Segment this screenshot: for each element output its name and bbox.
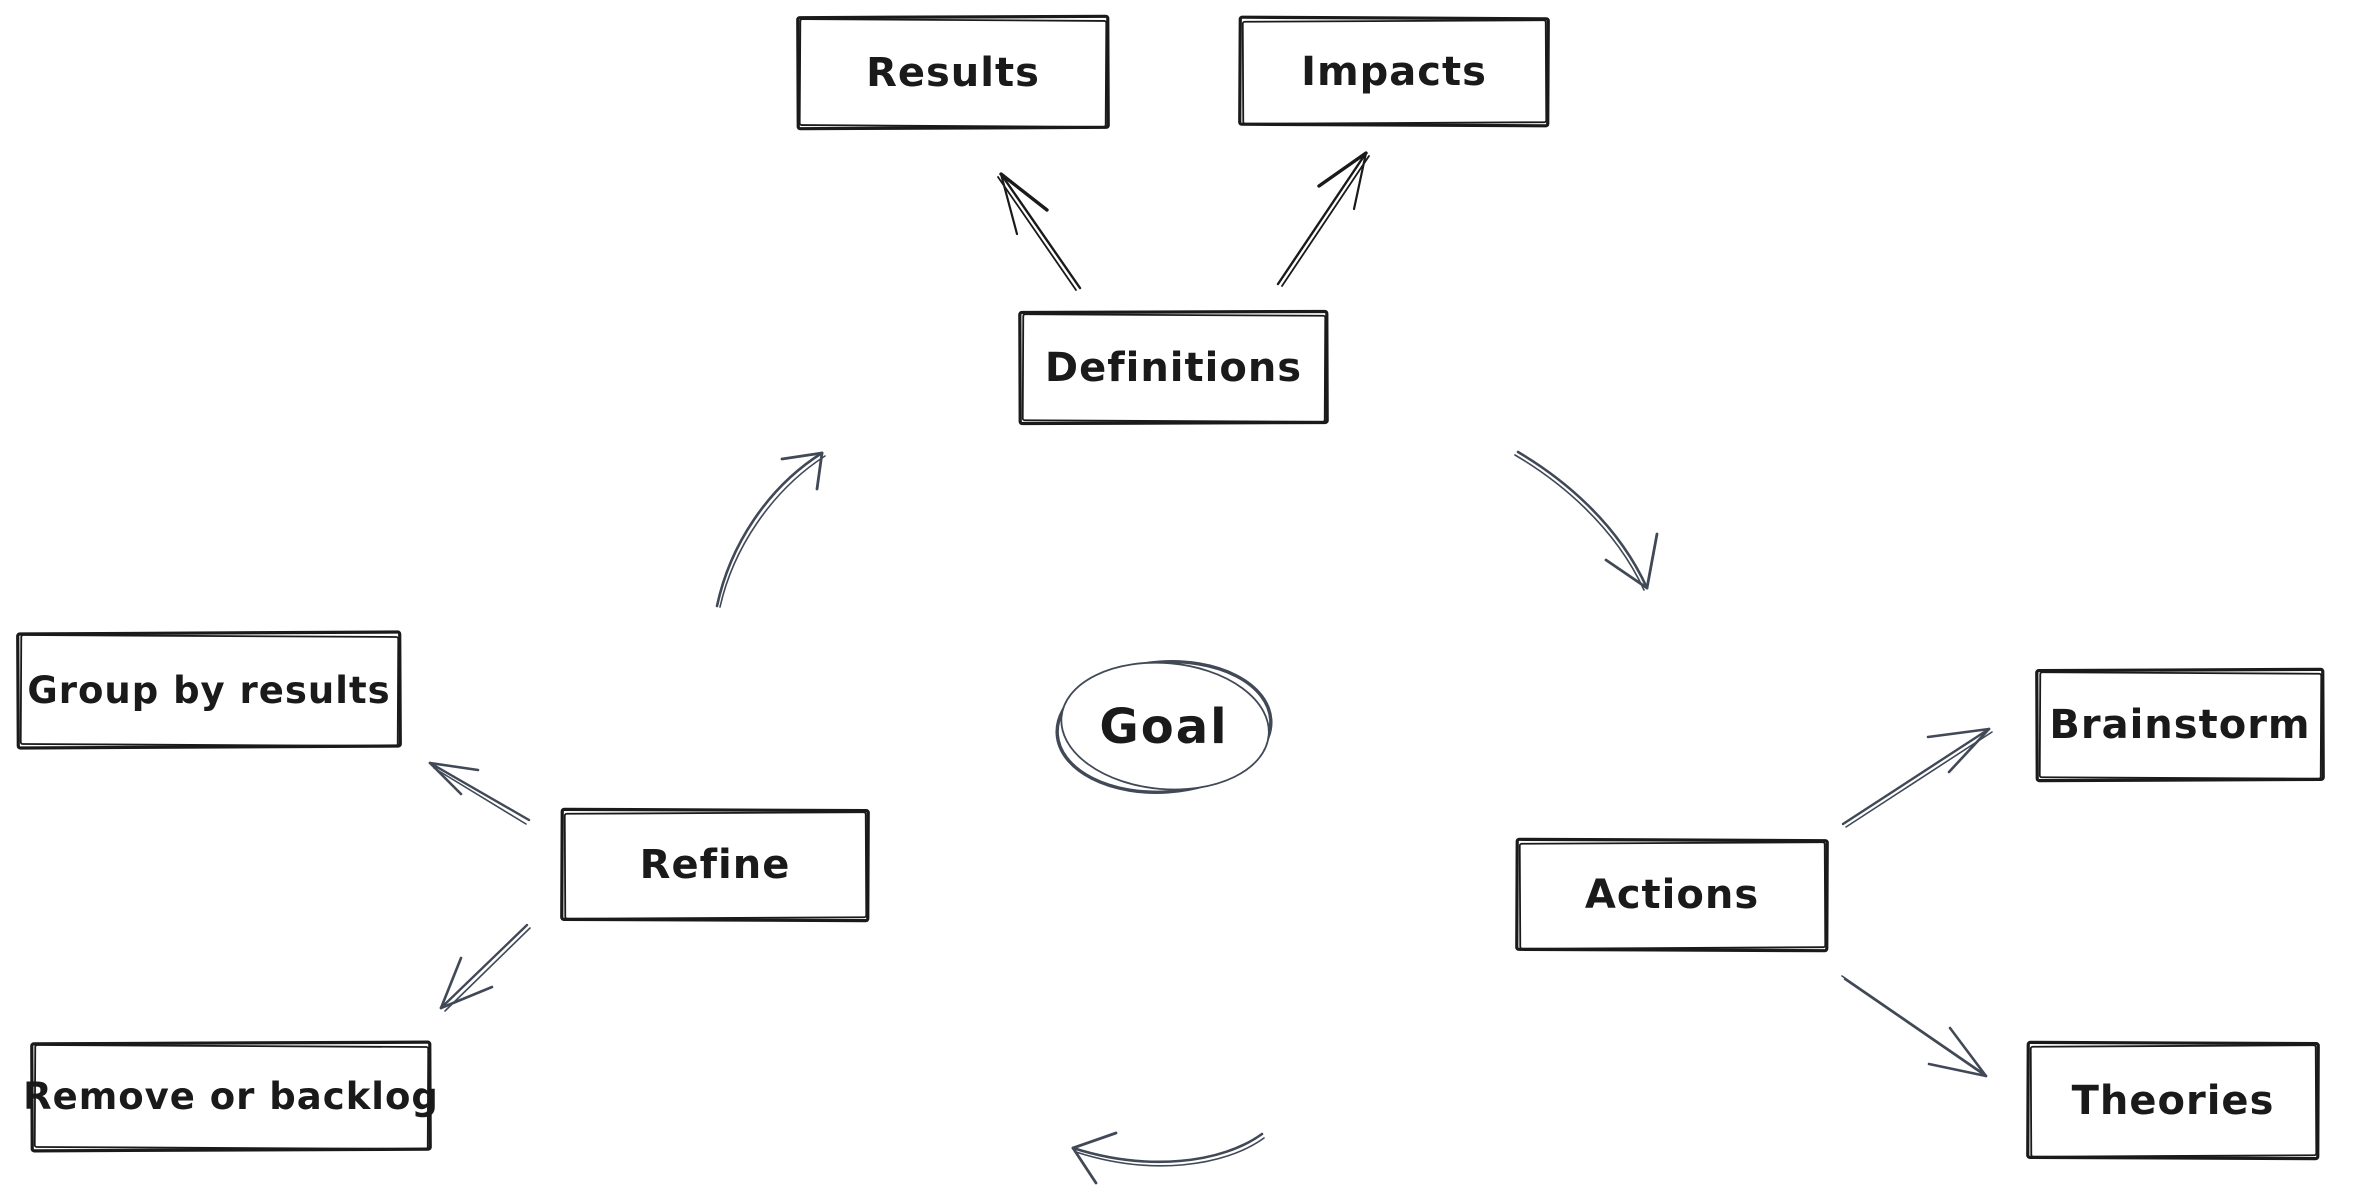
brainstorm-node-box[interactable] — [2035, 667, 2325, 783]
node-label-brainstorm[interactable]: Brainstorm — [2049, 702, 2311, 748]
arrow-refine-to-remove-or-backlog[interactable] — [439, 923, 531, 1012]
node-label-goal[interactable]: Goal — [1099, 699, 1229, 755]
arrow-definitions-to-impacts[interactable] — [1276, 151, 1370, 287]
goal-ellipse[interactable] — [1053, 654, 1276, 799]
node-label-results[interactable]: Results — [866, 49, 1040, 96]
node-label-theories[interactable]: Theories — [2071, 1077, 2275, 1124]
arrow-actions-to-brainstorm[interactable] — [1841, 727, 1993, 828]
impacts-node-box[interactable] — [1238, 15, 1550, 128]
definitions-node-box[interactable] — [1018, 309, 1329, 426]
node-label-remove-or-backlog[interactable]: Remove or backlog — [23, 1075, 439, 1118]
arrow-actions-to-refine[interactable] — [1071, 1131, 1265, 1185]
node-label-definitions[interactable]: Definitions — [1044, 344, 1303, 391]
arrow-actions-to-theories[interactable] — [1841, 975, 1988, 1078]
arrow-refine-to-definitions[interactable] — [715, 451, 826, 608]
group-by-results-node-box[interactable] — [16, 630, 402, 750]
arrow-definitions-to-results[interactable] — [997, 172, 1082, 291]
theories-node-box[interactable] — [2026, 1040, 2320, 1161]
node-label-actions[interactable]: Actions — [1584, 872, 1760, 918]
actions-node-box[interactable] — [1515, 837, 1829, 953]
remove-or-backlog-node-box[interactable] — [30, 1040, 432, 1153]
arrow-definitions-to-actions[interactable] — [1514, 450, 1659, 591]
node-label-impacts[interactable]: Impacts — [1301, 48, 1487, 95]
refine-node-box[interactable] — [560, 807, 870, 923]
results-node-box[interactable] — [796, 14, 1110, 131]
node-label-group-by-results[interactable]: Group by results — [27, 668, 391, 712]
node-label-refine[interactable]: Refine — [639, 842, 791, 888]
arrow-refine-to-group-by-results[interactable] — [428, 761, 531, 825]
